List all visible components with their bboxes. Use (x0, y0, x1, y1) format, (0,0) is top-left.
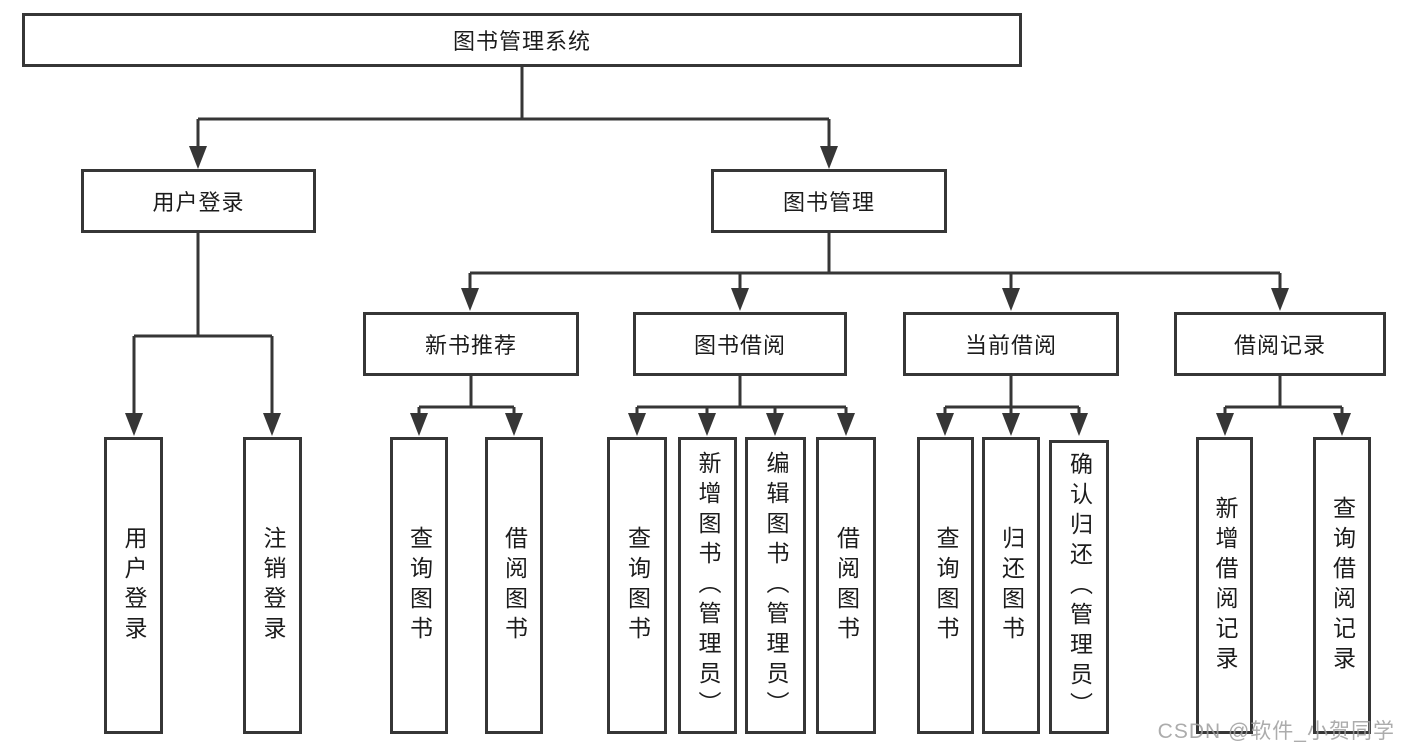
arrowhead-icon (1333, 413, 1351, 436)
node-bb-edit-books: 编辑图书（管理员） (745, 437, 806, 734)
node-bb-borrow-books-label: 借阅图书 (833, 525, 860, 646)
node-login-module-label: 用户登录 (152, 190, 245, 215)
node-nb-borrow-books-label: 借阅图书 (501, 525, 528, 646)
node-logout-label: 注销登录 (260, 525, 286, 646)
node-nb-borrow-books: 借阅图书 (485, 437, 543, 734)
watermark: CSDN @软件_小贺同学 (1157, 720, 1395, 743)
edge-newbooks-to-leaves (417, 376, 516, 415)
edge-bookmodule-to-submodules (468, 233, 1282, 290)
node-user-login: 用户登录 (104, 437, 163, 734)
node-system-label: 图书管理系统 (452, 29, 591, 54)
node-user-login-label: 用户登录 (121, 525, 147, 646)
node-cb-return-books: 归还图书 (982, 437, 1040, 734)
edge-bookborrow-to-leaves (635, 376, 848, 415)
node-new-books: 新书推荐 (363, 312, 579, 376)
node-bb-query-books-label: 查询图书 (624, 525, 651, 646)
edge-system-to-modules (196, 67, 831, 146)
arrowheads (125, 146, 1351, 436)
node-current-borrow: 当前借阅 (903, 312, 1119, 376)
arrowhead-icon (125, 413, 143, 436)
node-br-add-record-label: 新增借阅记录 (1212, 495, 1238, 676)
arrowhead-icon (263, 413, 281, 436)
node-bb-borrow-books: 借阅图书 (816, 437, 876, 734)
arrowhead-icon (698, 413, 716, 436)
node-br-query-record-label: 查询借阅记录 (1329, 495, 1356, 676)
node-cb-confirm-return-label: 确认归还（管理员） (1066, 452, 1093, 722)
arrowhead-icon (505, 413, 523, 436)
node-logout: 注销登录 (243, 437, 302, 734)
node-bb-add-books-label: 新增图书（管理员） (695, 450, 721, 721)
arrowhead-icon (936, 413, 954, 436)
node-book-borrow-label: 图书借阅 (693, 333, 786, 358)
node-nb-query-books-label: 查询图书 (406, 525, 433, 646)
node-cb-query-books: 查询图书 (917, 437, 974, 734)
edge-loginmodule-to-leaves (132, 233, 274, 415)
node-book-module: 图书管理 (711, 169, 947, 233)
node-book-borrow: 图书借阅 (633, 312, 847, 376)
arrowhead-icon (628, 413, 646, 436)
node-br-query-record: 查询借阅记录 (1313, 437, 1371, 734)
connector-paths (132, 67, 1344, 415)
node-cb-query-books-label: 查询图书 (933, 525, 959, 646)
node-current-borrow-label: 当前借阅 (964, 333, 1057, 358)
arrowhead-icon (766, 413, 784, 436)
node-cb-confirm-return: 确认归还（管理员） (1049, 440, 1109, 734)
arrowhead-icon (1002, 413, 1020, 436)
node-borrow-records: 借阅记录 (1174, 312, 1386, 376)
arrowhead-icon (1002, 288, 1020, 311)
node-system: 图书管理系统 (22, 13, 1022, 67)
node-br-add-record: 新增借阅记录 (1196, 437, 1253, 734)
node-borrow-records-label: 借阅记录 (1233, 333, 1326, 358)
arrowhead-icon (731, 288, 749, 311)
arrowhead-icon (410, 413, 428, 436)
edge-records-to-leaves (1223, 376, 1344, 415)
node-bb-add-books: 新增图书（管理员） (678, 437, 737, 734)
arrowhead-icon (837, 413, 855, 436)
node-login-module: 用户登录 (81, 169, 316, 233)
arrowhead-icon (1070, 413, 1088, 436)
node-nb-query-books: 查询图书 (390, 437, 448, 734)
node-bb-edit-books-label: 编辑图书（管理员） (763, 450, 789, 721)
arrowhead-icon (189, 146, 207, 169)
node-cb-return-books-label: 归还图书 (998, 525, 1025, 646)
edge-currentborrow-to-leaves (943, 376, 1081, 415)
node-bb-query-books: 查询图书 (607, 437, 667, 734)
node-book-module-label: 图书管理 (782, 190, 875, 215)
arrowhead-icon (820, 146, 838, 169)
arrowhead-icon (1216, 413, 1234, 436)
arrowhead-icon (461, 288, 479, 311)
arrowhead-icon (1271, 288, 1289, 311)
node-new-books-label: 新书推荐 (424, 333, 517, 358)
